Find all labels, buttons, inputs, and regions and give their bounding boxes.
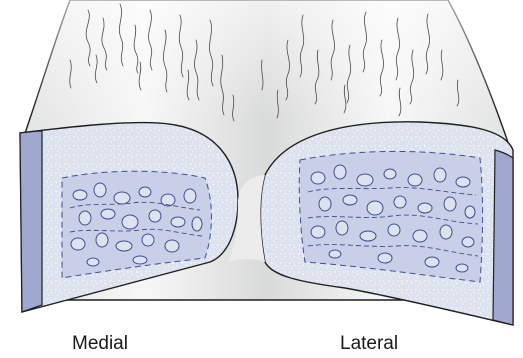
lateral-label: Lateral (340, 334, 398, 353)
shaft-highlight (22, 0, 512, 120)
lateral-cortex (493, 150, 513, 325)
medial-cortex (20, 131, 42, 312)
medial-label: Medial (72, 334, 128, 353)
